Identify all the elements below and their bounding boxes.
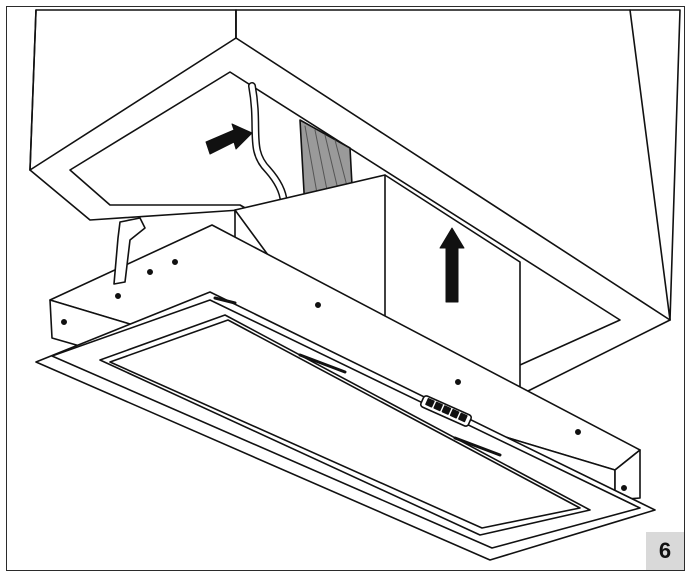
step-number-badge: 6 <box>646 532 684 570</box>
direction-arrows <box>205 123 465 303</box>
glass-panel <box>35 291 656 561</box>
control-panel <box>213 296 502 457</box>
arrow-up-icon <box>439 227 465 303</box>
arrow-right-icon <box>205 123 253 155</box>
